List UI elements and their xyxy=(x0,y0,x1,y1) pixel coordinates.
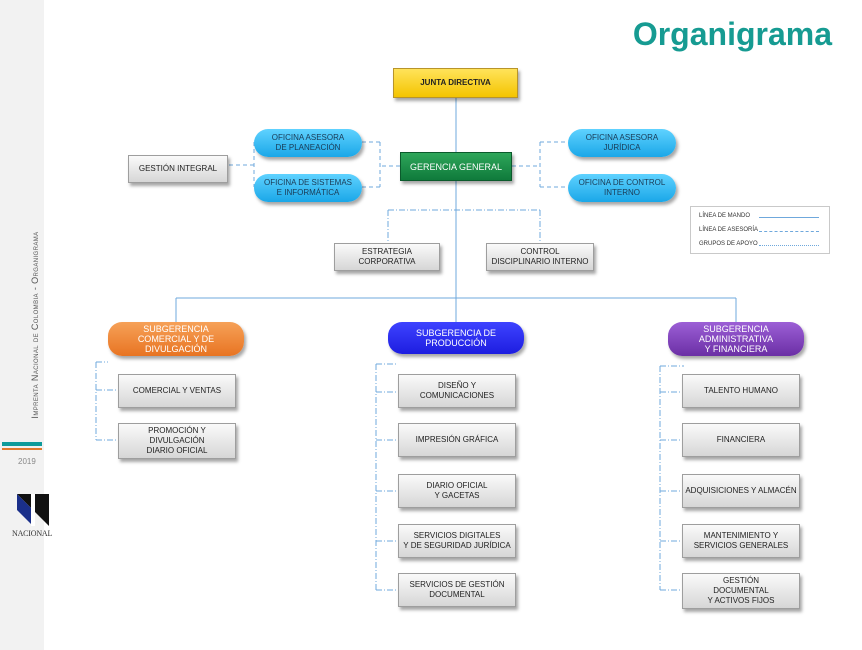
legend-line-apoyo xyxy=(759,245,819,246)
node-gestion-integral: GESTIÓN INTEGRAL xyxy=(128,155,228,183)
node-junta-directiva: JUNTA DIRECTIVA xyxy=(393,68,518,98)
sidebar: Imprenta Nacional de Colombia - Organigr… xyxy=(0,0,44,650)
node-estrategia-corporativa: ESTRATEGIA CORPORATIVA xyxy=(334,243,440,271)
node-oficina-sistemas: OFICINA DE SISTEMAS E INFORMÁTICA xyxy=(254,174,362,202)
sidebar-accent-bar xyxy=(2,442,42,446)
unit-servicios-digitales: SERVICIOS DIGITALES Y DE SEGURIDAD JURÍD… xyxy=(398,524,516,558)
node-subgerencia-administrativa: SUBGERENCIA ADMINISTRATIVA Y FINANCIERA xyxy=(668,322,804,356)
legend-line-asesoria xyxy=(759,231,819,232)
unit-financiera: FINANCIERA xyxy=(682,423,800,457)
node-gerencia-general: GERENCIA GENERAL xyxy=(400,152,512,181)
unit-diseno-comunicaciones: DISEÑO Y COMUNICACIONES xyxy=(398,374,516,408)
sidebar-year: 2019 xyxy=(18,457,36,466)
node-oficina-asesora-juridica: OFICINA ASESORA JURÍDICA xyxy=(568,129,676,157)
logo-wordmark: NACIONAL xyxy=(12,529,53,538)
node-subgerencia-comercial: SUBGERENCIA COMERCIAL Y DE DIVULGACIÓN xyxy=(108,322,244,356)
unit-promocion-divulgacion: PROMOCIÓN Y DIVULGACIÓN DIARIO OFICIAL xyxy=(118,423,236,459)
unit-impresion-grafica: IMPRESIÓN GRÁFICA xyxy=(398,423,516,457)
legend-line-mando xyxy=(759,217,819,218)
unit-comercial-ventas: COMERCIAL Y VENTAS xyxy=(118,374,236,408)
unit-servicios-gestion-documental: SERVICIOS DE GESTIÓN DOCUMENTAL xyxy=(398,573,516,607)
unit-talento-humano: TALENTO HUMANO xyxy=(682,374,800,408)
sidebar-accent-bar-orange xyxy=(2,448,42,450)
legend-label-asesoria: LÍNEA DE ASESORÍA xyxy=(699,227,759,233)
unit-gestion-documental-activos: GESTIÓN DOCUMENTAL Y ACTIVOS FIJOS xyxy=(682,573,800,609)
legend: LÍNEA DE MANDO LÍNEA DE ASESORÍA GRUPOS … xyxy=(690,206,830,254)
legend-label-apoyo: GRUPOS DE APOYO xyxy=(699,241,758,247)
node-oficina-control-interno: OFICINA DE CONTROL INTERNO xyxy=(568,174,676,202)
imprenta-logo-icon xyxy=(17,494,49,526)
node-oficina-asesora-planeacion: OFICINA ASESORA DE PLANEACIÓN xyxy=(254,129,362,157)
node-control-disciplinario: CONTROL DISCIPLINARIO INTERNO xyxy=(486,243,594,271)
unit-mantenimiento-servicios: MANTENIMIENTO Y SERVICIOS GENERALES xyxy=(682,524,800,558)
node-subgerencia-produccion: SUBGERENCIA DE PRODUCCIÓN xyxy=(388,322,524,354)
legend-label-mando: LÍNEA DE MANDO xyxy=(699,213,751,219)
page-title: Organigrama xyxy=(632,16,832,52)
unit-adquisiciones-almacen: ADQUISICIONES Y ALMACÉN xyxy=(682,474,800,508)
unit-diario-oficial-gacetas: DIARIO OFICIAL Y GACETAS xyxy=(398,474,516,508)
